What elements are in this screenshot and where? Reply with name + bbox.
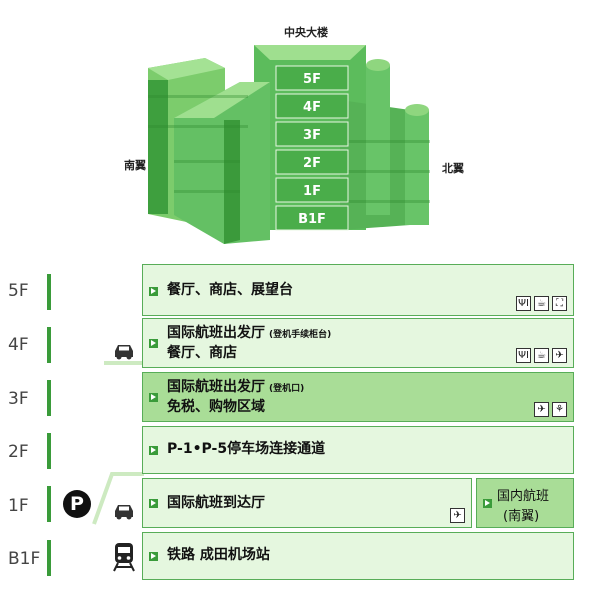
floor-row-b1f[interactable]: 铁路 成田机场站	[142, 532, 574, 580]
floor-label-2f: 2F	[8, 442, 29, 462]
floor-bar	[47, 486, 51, 522]
floor-row-2f[interactable]: P-1•P-5停车场连接通道	[142, 426, 574, 474]
parking-connector	[104, 361, 144, 365]
arrow-icon	[149, 393, 158, 402]
floor-5f-facilities: 餐厅、商店、展望台	[167, 282, 293, 298]
building-floor-5f: 5F	[303, 72, 321, 87]
floor-4f-line2: 餐厅、商店	[167, 345, 237, 361]
floor-bar	[47, 540, 51, 576]
restaurant-icon: ΨΙ	[516, 348, 531, 363]
arrow-icon	[149, 552, 158, 561]
arrow-icon	[149, 287, 158, 296]
departure-icon: ✈	[552, 348, 567, 363]
south-wing-label: 南翼	[124, 159, 146, 172]
arrow-icon	[483, 499, 492, 508]
arrow-icon	[149, 446, 158, 455]
floor-3f-line2: 免税、购物区域	[167, 399, 265, 415]
floor-label-b1f: B1F	[8, 549, 41, 569]
floor-3f-note: (登机口)	[269, 384, 305, 394]
arrow-icon	[149, 339, 158, 348]
restaurant-icon: ΨΙ	[516, 296, 531, 311]
building-floor-4f: 4F	[303, 100, 321, 115]
building-floor-2f: 2F	[303, 156, 321, 171]
floor-label-3f: 3F	[8, 389, 29, 409]
train-icon	[113, 542, 135, 572]
cafe-icon: ☕	[534, 296, 549, 311]
floor-row-3f[interactable]: 国际航班出发厅 (登机口) 免税、购物区域 ✈ ⚘	[142, 372, 574, 422]
floor-bar	[47, 327, 51, 363]
building-floor-b1f: B1F	[298, 212, 326, 227]
floor-4f-line1: 国际航班出发厅	[167, 325, 265, 341]
floor-label-5f: 5F	[8, 281, 29, 301]
floor-bar	[47, 274, 51, 310]
central-building-label: 中央大楼	[284, 26, 328, 39]
departure-icon: ✈	[534, 402, 549, 417]
floor-4f-note: (登机手续柜台)	[269, 330, 332, 340]
north-wing-label: 北翼	[442, 162, 464, 175]
parking-icon: P	[63, 490, 91, 518]
floor-row-4f[interactable]: 国际航班出发厅 (登机手续柜台) 餐厅、商店 ΨΙ ☕ ✈	[142, 318, 574, 368]
domestic-flights-wing: (南翼)	[503, 509, 540, 524]
cafe-icon: ☕	[534, 348, 549, 363]
floor-b1f-facilities: 铁路 成田机场站	[167, 547, 270, 563]
car-icon	[112, 342, 136, 360]
building-floor-1f: 1F	[303, 184, 321, 199]
shopping-icon: ⚘	[552, 402, 567, 417]
floor-label-4f: 4F	[8, 335, 29, 355]
floor-row-1f[interactable]: 国际航班到达厅 ✈	[142, 478, 472, 528]
floor-1f-facilities: 国际航班到达厅	[167, 495, 265, 511]
terminal-building-illustration: 5F 4F 3F 2F 1F B1F	[148, 45, 430, 244]
domestic-flights-label: 国内航班	[497, 489, 550, 504]
floor-bar	[47, 380, 51, 416]
floor-row-5f[interactable]: 餐厅、商店、展望台 ΨΙ ☕ ⛶	[142, 264, 574, 316]
floor-3f-line1: 国际航班出发厅	[167, 379, 265, 395]
floor-2f-facilities: P-1•P-5停车场连接通道	[167, 441, 326, 457]
ramp-connector	[92, 472, 144, 525]
car-icon	[112, 502, 136, 520]
building-floor-3f: 3F	[303, 128, 321, 143]
floor-bar	[47, 433, 51, 469]
arrival-icon: ✈	[450, 508, 465, 523]
floor-label-1f: 1F	[8, 496, 29, 516]
domestic-flights-button[interactable]: 国内航班 (南翼)	[476, 478, 574, 528]
arrow-icon	[149, 499, 158, 508]
observation-deck-icon: ⛶	[552, 296, 567, 311]
